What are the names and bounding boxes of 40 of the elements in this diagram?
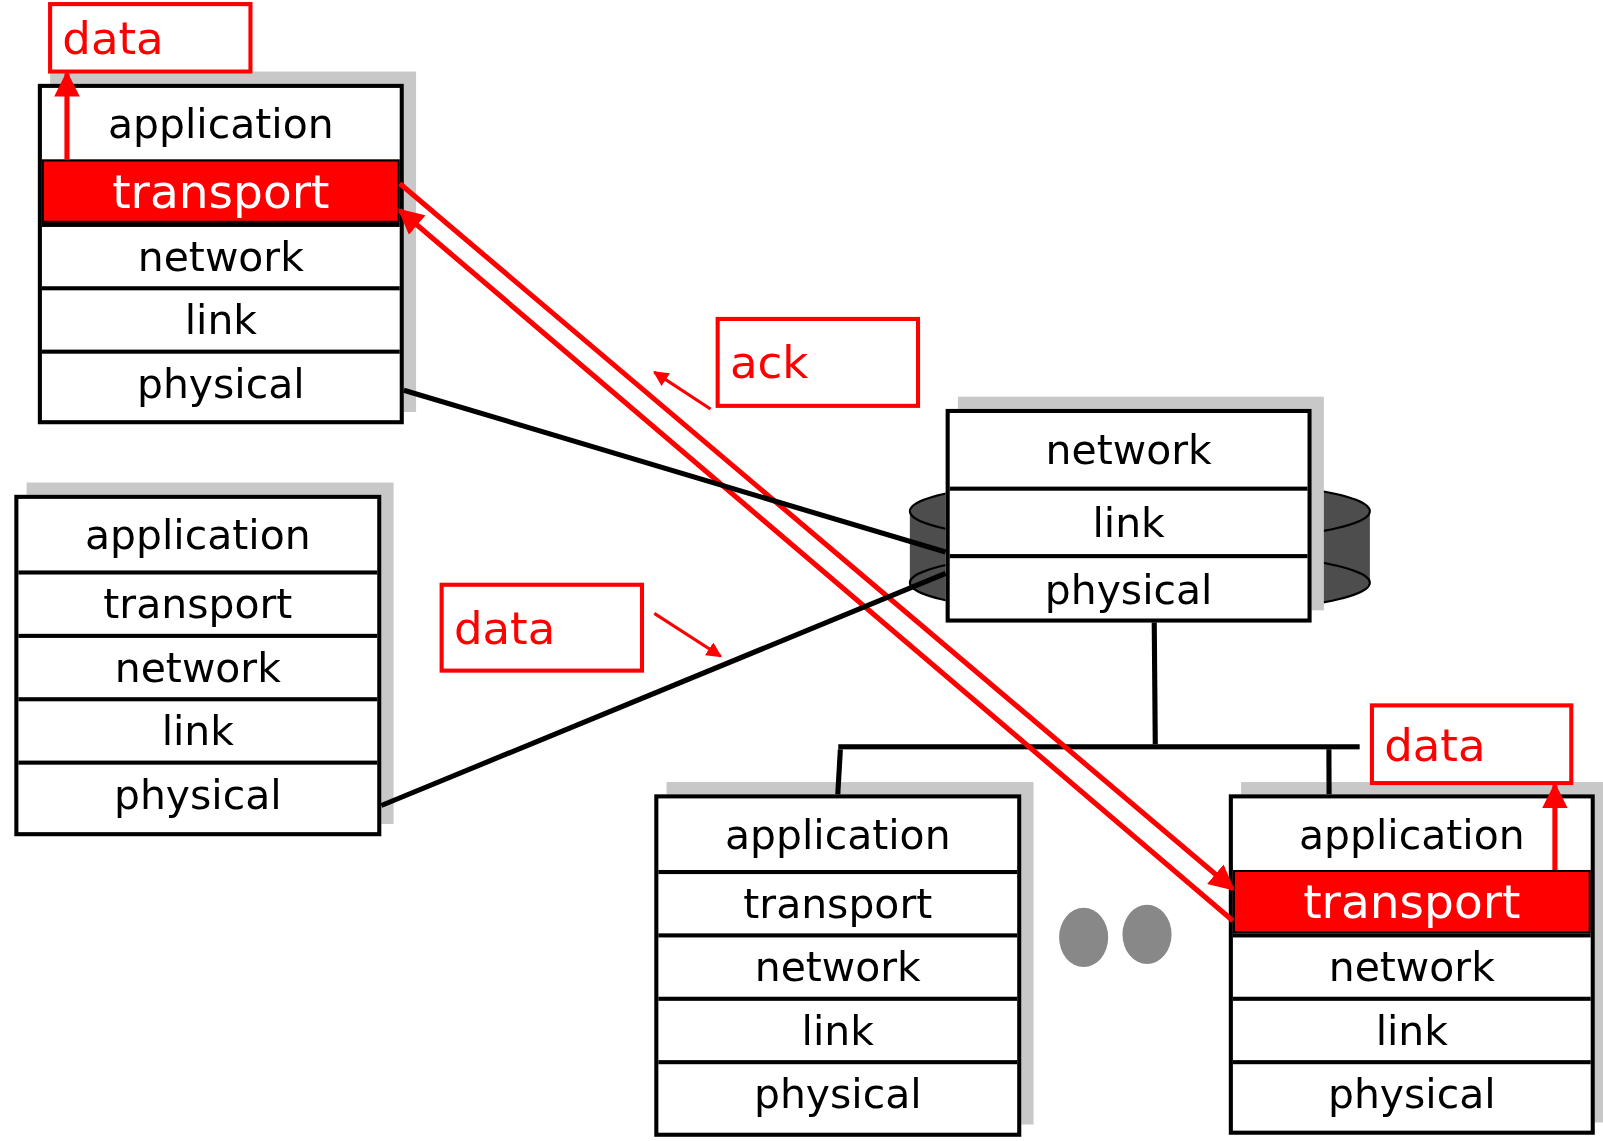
message-label: ack bbox=[729, 336, 809, 389]
link-line bbox=[403, 387, 947, 555]
link-line bbox=[1326, 749, 1332, 795]
link-line bbox=[1151, 622, 1158, 745]
layer-label: link bbox=[1375, 1006, 1448, 1054]
layer-label: transport bbox=[1303, 874, 1521, 930]
highlighted-layer bbox=[41, 159, 400, 223]
arrow bbox=[1542, 782, 1568, 870]
layer-label: network bbox=[754, 943, 921, 991]
layer-label: network bbox=[1328, 943, 1495, 991]
layer-label: application bbox=[725, 810, 951, 858]
layer-label: network bbox=[114, 644, 281, 692]
message-box bbox=[48, 2, 253, 74]
layer-label: physical bbox=[137, 359, 305, 407]
layer-label: link bbox=[184, 296, 257, 344]
message-box bbox=[439, 582, 645, 673]
layer-label: link bbox=[801, 1006, 874, 1054]
layer-label: physical bbox=[114, 770, 282, 818]
layer-label: application bbox=[85, 511, 311, 559]
message-label: data bbox=[62, 11, 164, 64]
layer-label: application bbox=[1299, 810, 1525, 858]
layer-label: transport bbox=[103, 580, 293, 628]
layer-label: network bbox=[1045, 426, 1212, 474]
arrow bbox=[54, 71, 80, 160]
message-label: data bbox=[453, 601, 556, 654]
link-line bbox=[835, 749, 843, 795]
layer-label: physical bbox=[753, 1070, 922, 1118]
layer-label: link bbox=[161, 707, 234, 755]
highlighted-layer bbox=[1232, 870, 1591, 934]
link-line bbox=[380, 571, 947, 808]
layer-label: network bbox=[137, 233, 304, 281]
layer-label: physical bbox=[1327, 1070, 1496, 1118]
message-box bbox=[715, 316, 921, 408]
layer-label: application bbox=[108, 100, 334, 148]
layer-label: link bbox=[1092, 498, 1165, 546]
message-box bbox=[1369, 703, 1574, 786]
layer-label: physical bbox=[1044, 566, 1213, 614]
layer-label: transport bbox=[112, 163, 330, 219]
message-label: data bbox=[1384, 718, 1486, 771]
layer-label: transport bbox=[743, 880, 933, 928]
